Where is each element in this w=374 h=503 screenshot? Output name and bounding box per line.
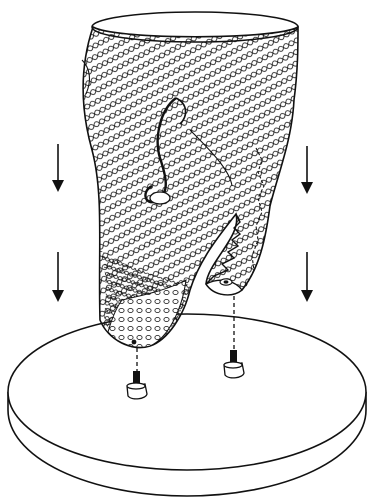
down-arrow-icon [52,252,64,302]
mounting-disc [8,314,366,496]
scaled-specimen [82,12,298,348]
down-arrow-icon [301,252,313,302]
down-arrow-icon [52,144,64,192]
down-arrow-icon [301,146,313,194]
